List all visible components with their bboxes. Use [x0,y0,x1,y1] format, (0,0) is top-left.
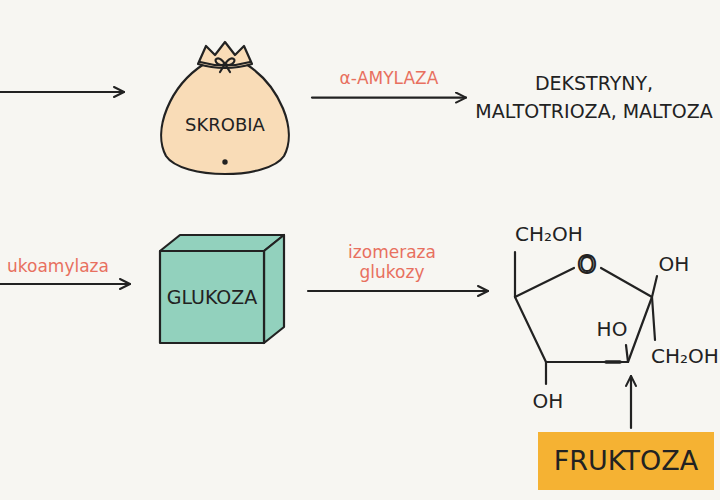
enzyme-label: izomeraza glukozy [337,242,447,283]
ring-oxygen: O [578,251,597,279]
sack-outline [148,38,302,178]
chem-group: OH [533,389,564,413]
fructose-ring [515,252,657,384]
reaction-arrow [312,96,466,98]
sack-node: SKROBIA [148,38,302,178]
node-text: FRUKTOZA [554,445,698,477]
chem-group: OH [659,252,690,276]
chem-group: HO [597,317,628,341]
product-text: DEKSTRYNY, MALTOTRIOZA, MALTOZA [470,66,718,129]
fructose-tag: FRUKTOZA [538,432,714,490]
node-text: GLUKOZA [167,286,258,309]
enzyme-label: α-AMYLAZA [340,68,439,88]
chem-group: CH₂OH [515,222,583,246]
reaction-arrow [308,290,488,292]
chem-group: CH₂OH [651,344,719,368]
leader-arrow [630,376,632,428]
glucose-box: GLUKOZA [158,233,288,345]
enzyme-label: ukoamylaza [7,256,109,276]
node-text: DEKSTRYNY, MALTOTRIOZA, MALTOZA [472,70,716,125]
input-arrow [0,283,130,285]
input-arrow [0,91,124,93]
node-text: SKROBIA [185,114,265,136]
